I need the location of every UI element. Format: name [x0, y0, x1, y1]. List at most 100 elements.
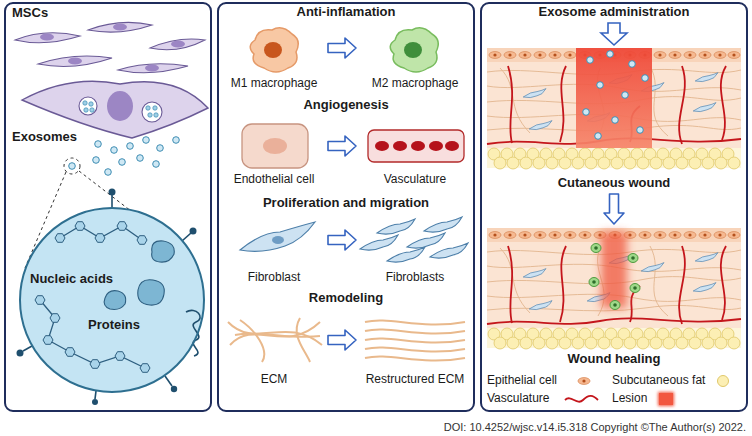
cell-nucleus: [68, 58, 82, 65]
blood-vessel-tube: [429, 141, 443, 151]
protein-blob: [104, 291, 126, 310]
cell-label: Vasculature: [384, 173, 446, 187]
ecm-fibre: [235, 334, 320, 337]
membrane-protein: [95, 391, 96, 399]
exosome-dot: [119, 159, 126, 166]
cell-figure: Endothelial cell: [222, 112, 326, 188]
cell-nucleus: [40, 34, 54, 41]
nucleic-acid: [75, 222, 85, 231]
caption: DOI: 10.4252/wjsc.v14.i5.318 Copyright ©…: [444, 421, 746, 434]
cell-figure: M1 macrophage: [222, 22, 326, 92]
membrane-protein: [23, 195, 200, 399]
ecm-fibre: [240, 320, 264, 362]
membrane-protein-head: [109, 189, 116, 196]
part-label: Nucleic acids: [30, 272, 113, 287]
ecm-fibre: [228, 318, 465, 362]
part-label: Exosomes: [12, 130, 77, 145]
exosome-dot: [642, 75, 649, 82]
fibroblast-cell: [360, 235, 398, 250]
fibroblast-cell: [424, 217, 462, 232]
exosome-dot: [153, 161, 160, 168]
nucleic-acid: [50, 314, 60, 323]
exosome-dot: [612, 117, 619, 124]
exosome-dot: [137, 155, 144, 162]
ecm-fibre: [365, 356, 465, 360]
skin-section: Wound healing: [487, 226, 741, 368]
exosome-dot: [173, 137, 180, 144]
nucleic-acid: [65, 348, 75, 357]
cell-label: M2 macrophage: [372, 77, 459, 91]
nucleic-acid: [55, 234, 65, 243]
msc-cell: [118, 64, 188, 73]
nucleic-acid: [40, 300, 145, 368]
fibroblast-cell: [272, 236, 284, 244]
cell-figure: Restructured ECM: [358, 306, 472, 388]
nucleic-acid: [35, 222, 150, 373]
cell-figure: ECM: [222, 306, 326, 388]
ecm-fibre: [365, 347, 465, 351]
lesion: [576, 48, 652, 148]
blood-vessel-tube: [375, 141, 389, 151]
protein-blob: [104, 241, 174, 310]
blood-vessel-tube: [368, 130, 464, 162]
ecm-fibre: [297, 318, 310, 362]
section-heading: Angiogenesis: [303, 98, 388, 113]
m2-macrophage: [390, 28, 438, 72]
endothelial-cell: [242, 124, 308, 168]
cell-label: Fibroblast: [248, 271, 301, 285]
m1-macrophage: [264, 42, 282, 58]
flow-arrow: [328, 136, 356, 156]
m2-macrophage: [404, 42, 422, 58]
nucleic-acid: [43, 336, 53, 345]
panel-heading: MSCs: [12, 6, 48, 21]
protein-blob: [138, 280, 165, 305]
secreting-msc: [154, 113, 158, 117]
secreting-msc: [146, 106, 150, 110]
nucleic-acid: [140, 364, 150, 373]
secreting-msc: [148, 113, 152, 117]
cell-label: M1 macrophage: [231, 77, 318, 91]
membrane-protein-head: [171, 386, 177, 392]
secreting-msc: [107, 91, 133, 121]
fibroblast-cell: [407, 233, 445, 248]
legend-label: Epithelial cell: [487, 374, 557, 388]
cell-label: Restructured ECM: [366, 373, 465, 387]
lesion: [601, 232, 627, 308]
m2-macrophage: [390, 28, 438, 72]
panel: MSCsExosomesNucleic acidsProteins: [4, 2, 212, 412]
green-cell: [589, 244, 640, 310]
msc-cell: [150, 39, 205, 50]
legend-swatch-circle: [717, 375, 729, 387]
membrane-protein: [182, 233, 191, 241]
vesicle-fill: [20, 208, 204, 392]
exosome-dot: [143, 137, 150, 144]
cell-figure: Vasculature: [358, 112, 472, 188]
exosome-dot: [105, 169, 112, 176]
secreting-msc: [90, 108, 94, 112]
fibroblast-cell: [240, 222, 315, 251]
msc-cell: [15, 33, 80, 43]
section-heading: Proliferation and migration: [263, 196, 429, 211]
ecm-fibre: [365, 320, 465, 324]
blood-vessel-tube: [368, 130, 464, 162]
exosome-dot: [622, 92, 629, 99]
legend-label: Lesion: [612, 392, 647, 406]
cell-nucleus: [171, 41, 185, 48]
legend-label: Subcutaneous fat: [612, 374, 705, 388]
secreting-msc: [83, 101, 87, 105]
fibroblast-cell: [430, 243, 468, 258]
section-heading: Exosome administration: [539, 5, 690, 20]
ecm-fibre: [365, 329, 465, 333]
exosome-dot: [583, 109, 590, 116]
fibroblast-cell: [377, 219, 415, 234]
cell-label: ECM: [261, 373, 288, 387]
nucleic-acid: [117, 222, 127, 231]
flow-arrow: [604, 194, 624, 224]
exosome-dot: [111, 147, 118, 154]
membrane-protein-head: [17, 189, 197, 406]
membrane-protein-head: [190, 228, 197, 235]
green-cell: [630, 284, 640, 293]
exosome-dot: [607, 51, 614, 58]
part-label: Proteins: [88, 318, 140, 333]
